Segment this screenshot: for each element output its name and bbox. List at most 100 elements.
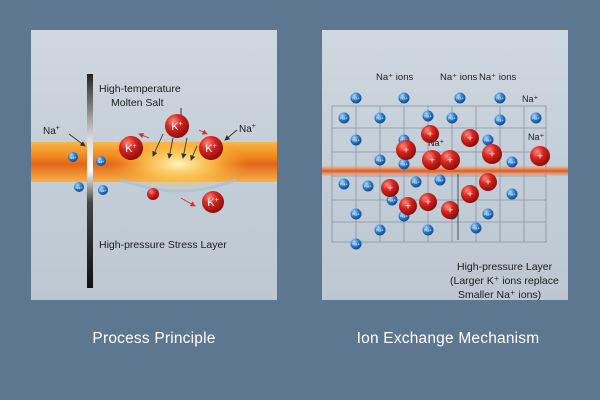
na-ion [362, 180, 374, 192]
k-ion-group: +++++++++++++ [381, 125, 550, 219]
molten-salt-label-line1: High-temperature [99, 83, 181, 95]
k-ion [461, 129, 479, 147]
na-ion-label: Na+ [496, 118, 504, 123]
k-ion [461, 185, 479, 203]
na-label-right-2: Na⁺ [528, 132, 545, 142]
k-ion [119, 136, 143, 160]
molten-salt-line [322, 166, 568, 176]
na-ion [422, 224, 434, 236]
na-ion-label: Na+ [496, 96, 504, 101]
na-ion-label: Na+ [376, 228, 384, 233]
na-ion [494, 92, 506, 104]
process-diagram: High-temperature Molten Salt Na+ Na+ Na+… [31, 74, 277, 288]
k-ion-small [147, 188, 159, 200]
layer-label-line1: High-pressure Layer [457, 261, 553, 273]
na-ions-label-1: Na⁺ ions [376, 72, 413, 83]
na-ion [96, 156, 106, 166]
na-ion [350, 134, 362, 146]
k-ion-label: + [467, 134, 473, 145]
exchange-arrow [180, 197, 196, 207]
na-ion [422, 110, 434, 122]
glass-cross-section [87, 74, 93, 288]
na-ion [482, 208, 494, 220]
na-ion [434, 174, 446, 186]
k-ion-label: K+ [205, 143, 216, 155]
k-ion-label: + [489, 150, 495, 161]
k-ion [482, 144, 502, 164]
na-ion-label: Na+ [424, 228, 432, 233]
na-arrow-left [68, 133, 86, 147]
exchange-arrow [138, 133, 150, 139]
k-ion [479, 173, 497, 191]
na-label-right-1: Na⁺ [522, 94, 539, 104]
na-ion [410, 176, 422, 188]
na-ion-label: Na+ [472, 226, 480, 231]
na-ion [386, 194, 398, 206]
na-ion [398, 158, 410, 170]
na-label-left: Na+ [43, 125, 60, 137]
k-ion [530, 146, 550, 166]
na-ion [506, 156, 518, 168]
k-ion [399, 197, 417, 215]
na-ion [374, 112, 386, 124]
na-ion-label: Na+ [352, 242, 360, 247]
na-ion [446, 112, 458, 124]
na-ion-label: Na+ [400, 138, 408, 143]
na-ion [482, 134, 494, 146]
k-ion-label: + [485, 178, 491, 189]
na-ion [98, 185, 108, 195]
na-ion [470, 222, 482, 234]
k-ion-label: + [537, 152, 543, 163]
na-ion [350, 208, 362, 220]
k-ion-label: + [467, 190, 473, 201]
na-ion-label: Na+ [400, 96, 408, 101]
k-ion [419, 193, 437, 211]
na-ion [350, 238, 362, 250]
na-label-right: Na+ [239, 123, 256, 135]
na-ion-label: Na+ [352, 212, 360, 217]
na-ion-label: Na+ [376, 158, 384, 163]
na-ion [454, 92, 466, 104]
stress-curve [120, 178, 237, 193]
na-ion [68, 152, 78, 162]
k-ion [199, 136, 223, 160]
na-ion [494, 114, 506, 126]
k-ion-label: + [447, 206, 453, 217]
k-ion-label: + [405, 202, 411, 213]
na-ion [398, 92, 410, 104]
k-ion-label: + [387, 184, 393, 195]
na-ion-label: Na+ [352, 96, 360, 101]
na-ions-label-2: Na⁺ ions [440, 72, 477, 83]
na-ion-label: Na+ [75, 186, 83, 190]
na-ion-label: Na+ [424, 114, 432, 119]
k-ion-label: K+ [125, 143, 136, 155]
k-ion-label: + [427, 130, 433, 141]
k-ion-label: + [403, 146, 409, 157]
na-ion-label: Na+ [352, 138, 360, 143]
na-ion-label: Na+ [508, 192, 516, 197]
k-ion [165, 114, 189, 138]
stress-layer-label: High-pressure Stress Layer [99, 239, 227, 251]
k-ion [422, 150, 442, 170]
ion-exchange-diagram: Na⁺ ions Na⁺ ions Na⁺ ions Na⁺ Na⁺ Na⁺ N… [322, 72, 568, 300]
ion-exchange-panel: Na⁺ ions Na⁺ ions Na⁺ ions Na⁺ Na⁺ Na⁺ N… [322, 30, 568, 300]
k-ion [381, 179, 399, 197]
na-ion-label: Na+ [400, 214, 408, 219]
exchange-arrow [198, 129, 208, 135]
na-ion [74, 182, 84, 192]
exchange-arrow [181, 137, 188, 159]
na-ion-label: Na+ [340, 116, 348, 121]
process-principle-caption: Process Principle [92, 330, 216, 347]
na-ion-group: Na+ Na+ Na+ Na+ Na+ Na+ Na+ Na+ Na+ Na+ Na+ Na+ Na+ N… [338, 92, 542, 250]
na-ion-label: Na+ [456, 96, 464, 101]
k-ion [421, 125, 439, 143]
k-ion-label: + [429, 156, 435, 167]
na-ion-label: Na+ [484, 138, 492, 143]
k-ion-label: + [425, 198, 431, 209]
ion-exchange-caption: Ion Exchange Mechanism [356, 330, 540, 347]
na-ions-label-3: Na⁺ ions [479, 72, 516, 83]
k-ion [396, 140, 416, 160]
na-label-center: Na⁺ [428, 138, 445, 148]
na-arrow-right [224, 129, 238, 141]
layer-label-line3: Smaller Na⁺ ions) [458, 289, 541, 300]
